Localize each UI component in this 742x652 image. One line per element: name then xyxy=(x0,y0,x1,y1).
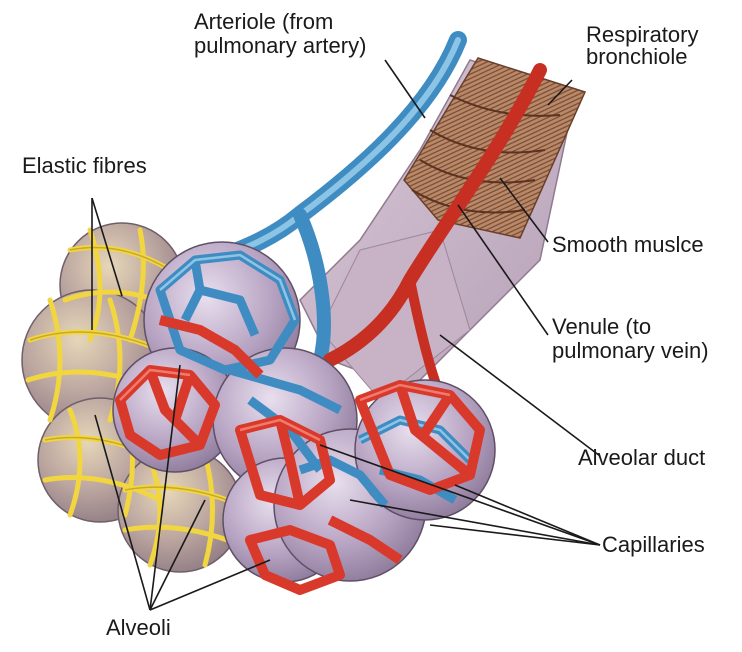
label-alveolar-duct: Alveolar duct xyxy=(578,446,705,470)
label-bronchiole-line1: Respiratory xyxy=(586,24,698,46)
label-alveoli: Alveoli xyxy=(106,616,171,640)
label-elastic-fibres: Elastic fibres xyxy=(22,154,147,178)
label-bronchiole-line2: bronchiole xyxy=(586,46,698,68)
label-capillaries: Capillaries xyxy=(602,533,705,557)
label-arteriole-line1: Arteriole (from xyxy=(194,10,366,34)
label-smooth-muscle: Smooth muslce xyxy=(552,233,704,257)
label-venule: Venule (to pulmonary vein) xyxy=(552,315,709,363)
label-venule-line1: Venule (to xyxy=(552,315,709,339)
label-respiratory-bronchiole: Respiratory bronchiole xyxy=(586,24,698,68)
label-venule-line2: pulmonary vein) xyxy=(552,339,709,363)
label-arteriole: Arteriole (from pulmonary artery) xyxy=(194,10,366,58)
label-arteriole-line2: pulmonary artery) xyxy=(194,34,366,58)
